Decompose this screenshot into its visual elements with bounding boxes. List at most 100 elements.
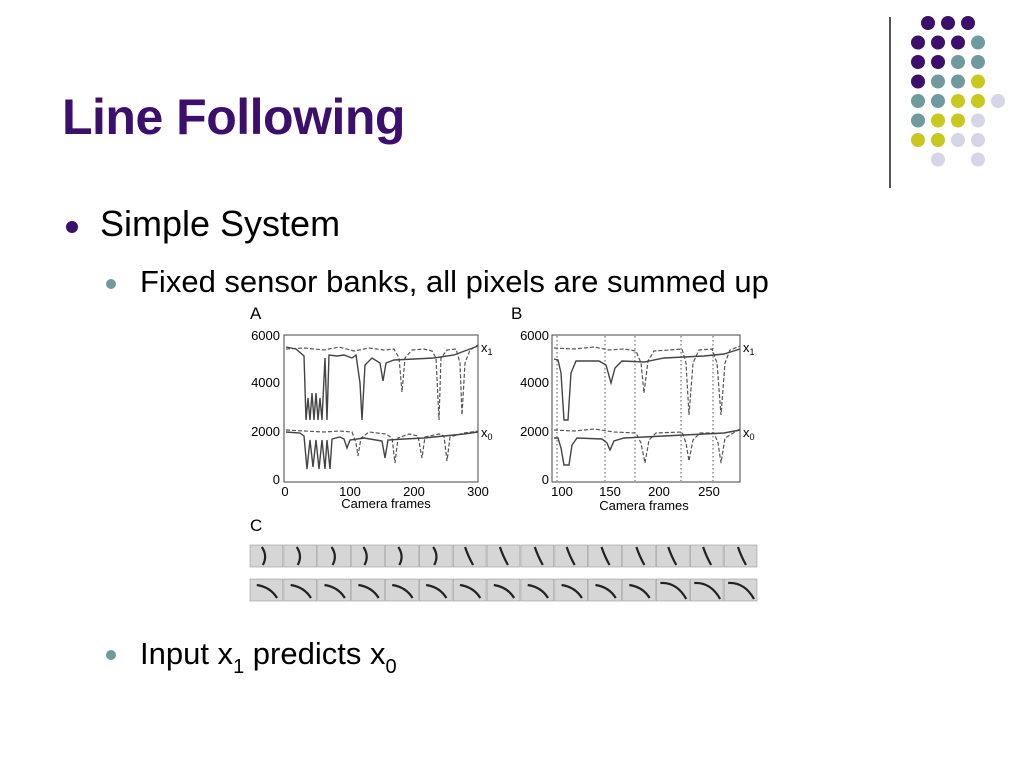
line-stripe xyxy=(629,583,651,599)
line-stripe xyxy=(256,583,279,599)
decor-dot xyxy=(911,55,925,69)
panel-b-xtick: 250 xyxy=(698,484,720,499)
sub-bullet-sensor-banks: Fixed sensor banks, all pixels are summe… xyxy=(140,264,769,299)
decor-dot xyxy=(911,113,925,128)
line-stripe xyxy=(425,583,448,599)
bullet-simple-system: Simple System xyxy=(100,203,341,244)
decor-dot xyxy=(971,55,985,69)
series-sub: 0 xyxy=(488,432,493,442)
line-stripe xyxy=(358,583,380,599)
panel-b-xtick: 150 xyxy=(599,484,621,499)
series-sub: 0 xyxy=(750,432,755,442)
sub-bullet-text-pre: Input x xyxy=(140,636,234,671)
camera-frame xyxy=(588,578,622,602)
slide-title: Line Following xyxy=(62,89,405,145)
panel-a-frame xyxy=(283,334,479,483)
line-stripe xyxy=(561,583,583,599)
panel-a-x0-dashed xyxy=(285,429,479,464)
panel-b-ytick: 6000 xyxy=(520,328,549,343)
decor-dot xyxy=(971,74,985,89)
decor-dot xyxy=(921,16,935,30)
line-stripe xyxy=(600,546,611,566)
line-stripe xyxy=(595,583,617,599)
subscript-1: 1 xyxy=(233,656,245,678)
panel-b-ytick: 2000 xyxy=(520,424,549,439)
panel-a-x1-dashed xyxy=(285,344,479,421)
camera-frame xyxy=(283,578,318,602)
decor-dot xyxy=(911,94,925,108)
dot-grid-icon xyxy=(911,16,1005,167)
camera-frame xyxy=(723,578,758,602)
line-stripe xyxy=(392,583,414,599)
line-stripe xyxy=(324,583,346,599)
panel-a-yticks: 6000 4000 2000 0 xyxy=(251,328,280,487)
series-sub: 1 xyxy=(750,347,755,357)
panel-a-xlabel: Camera frames xyxy=(341,496,431,511)
sub-bullet-icon xyxy=(106,650,116,660)
panel-a-series-x0: x0 xyxy=(481,425,493,442)
camera-frame xyxy=(554,578,588,602)
panel-a-label: A xyxy=(250,304,262,323)
panel-b-xticks: 100 150 200 250 xyxy=(551,484,720,499)
decor-dot xyxy=(971,113,985,128)
decor-dot xyxy=(961,16,975,30)
panel-b-ytick: 0 xyxy=(542,472,549,487)
decor-dot xyxy=(931,94,945,108)
decor-dot xyxy=(971,94,985,108)
panel-a-xtick: 200 xyxy=(403,484,425,499)
decor-dot xyxy=(941,16,955,30)
series-label: x xyxy=(743,340,750,355)
line-stripe xyxy=(397,546,403,566)
decor-dot xyxy=(951,35,965,50)
camera-frame xyxy=(689,578,724,602)
camera-frame xyxy=(351,544,385,568)
decor-dot xyxy=(951,94,965,108)
line-stripe xyxy=(432,546,438,566)
panel-b-series-x0: x0 xyxy=(743,425,755,442)
line-stripe xyxy=(736,546,747,566)
panel-a-xtick: 100 xyxy=(339,484,361,499)
decor-dot xyxy=(971,35,985,50)
decor-dot xyxy=(911,74,925,89)
series-sub: 1 xyxy=(488,347,493,357)
line-stripe xyxy=(362,546,368,566)
line-stripe xyxy=(498,546,509,566)
line-stripe xyxy=(660,581,688,600)
decor-dot xyxy=(931,152,945,167)
panel-a-series-x1: x1 xyxy=(481,340,493,357)
sub-bullet-input-predicts: Input x1 predicts x0 xyxy=(140,636,397,678)
panel-a-x0-solid xyxy=(285,431,479,470)
line-stripe xyxy=(667,546,678,566)
subscript-0: 0 xyxy=(385,656,397,678)
panel-b-x0-solid xyxy=(554,429,741,466)
camera-frame xyxy=(520,578,555,602)
decor-dot xyxy=(971,133,985,147)
decor-dot xyxy=(931,55,945,69)
line-stripe xyxy=(459,583,482,599)
line-stripe xyxy=(290,583,312,599)
panel-a-xticks: 0 100 200 300 xyxy=(281,484,488,499)
line-stripe xyxy=(728,581,755,600)
camera-frame xyxy=(249,578,284,602)
line-stripe xyxy=(533,546,544,566)
camera-frame xyxy=(351,578,385,602)
panel-b-xtick: 100 xyxy=(551,484,573,499)
panel-c-filmstrip xyxy=(249,544,758,602)
bullet-icon xyxy=(66,221,78,233)
panel-b-yticks: 6000 4000 2000 0 xyxy=(520,328,549,487)
line-stripe xyxy=(330,546,336,566)
line-stripe xyxy=(527,583,549,599)
line-stripe xyxy=(493,583,516,599)
sensor-figure: A 6000 4000 2000 0 0 100 200 300 Camera … xyxy=(249,304,758,602)
camera-frame xyxy=(656,578,690,602)
camera-frame xyxy=(622,578,656,602)
line-stripe xyxy=(635,546,646,566)
panel-a-ytick: 4000 xyxy=(251,375,280,390)
line-stripe xyxy=(464,546,475,566)
decor-dot xyxy=(911,35,925,50)
panel-a-ytick: 2000 xyxy=(251,424,280,439)
line-stripe xyxy=(702,546,713,566)
camera-frame xyxy=(249,544,284,568)
decor-dot xyxy=(971,152,985,167)
decor-dot xyxy=(951,133,965,147)
